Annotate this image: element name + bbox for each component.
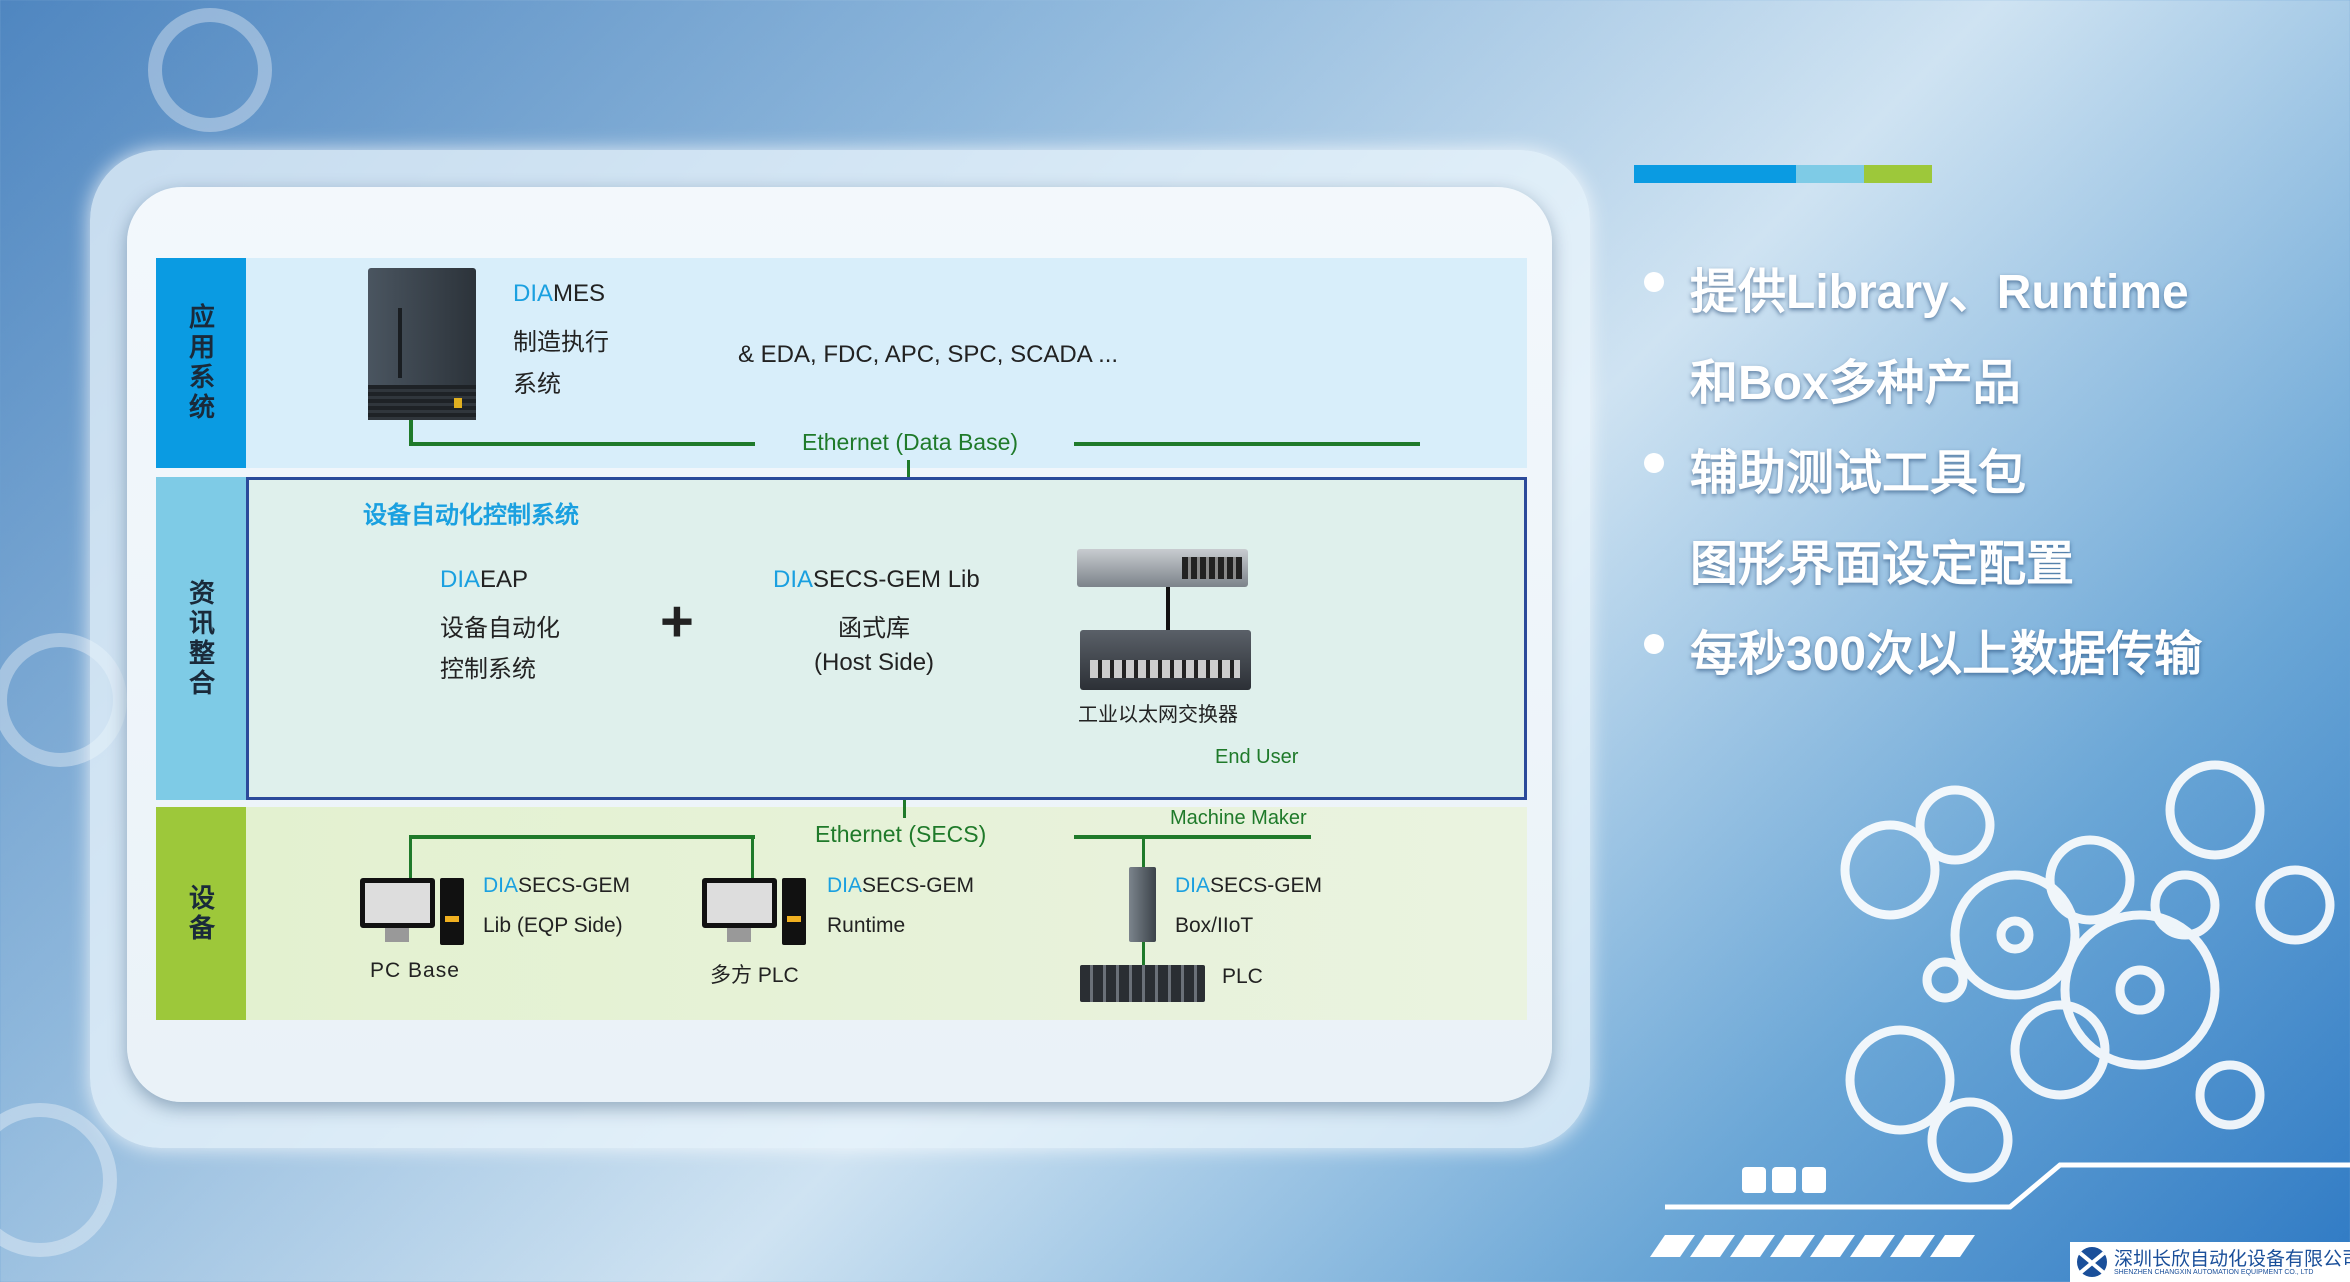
- bullet-text: 和Box多种产品: [1690, 357, 2021, 410]
- pc-stand: [727, 928, 751, 942]
- row-label-app: 应用系统: [156, 258, 246, 468]
- mes-name: MES: [553, 280, 606, 307]
- bullet-dot: [1644, 453, 1664, 473]
- logo-mark-icon: [2077, 1247, 2107, 1277]
- eap-line3: 控制系统: [440, 656, 536, 683]
- pc2-line2: Runtime: [827, 914, 906, 937]
- box-line2: Box/IIoT: [1175, 914, 1254, 937]
- eap-section-title: 设备自动化控制系统: [363, 502, 579, 529]
- line: [409, 835, 412, 880]
- plus-sign: +: [660, 589, 694, 654]
- logo-en: SHENZHEN CHANGXIN AUTOMATION EQUIPMENT C…: [2114, 1269, 2314, 1276]
- bullet-text: 图形界面设定配置: [1690, 538, 2075, 591]
- accent-bar-lightblue: [1796, 165, 1864, 183]
- iot-box-icon: [1129, 867, 1156, 942]
- line: [409, 420, 413, 446]
- lib-name: SECS-GEM Lib: [813, 566, 980, 593]
- lib-title: DIASECS-GEM Lib: [773, 566, 980, 594]
- dia-prefix: DIA: [827, 874, 863, 897]
- eap-line2: 设备自动化: [440, 615, 560, 642]
- line: [1074, 442, 1420, 446]
- box-title: DIASECS-GEM: [1175, 874, 1322, 898]
- pc2-title: DIASECS-GEM: [827, 874, 974, 898]
- dia-prefix: DIA: [483, 874, 519, 897]
- mes-title: DIAMES: [513, 280, 605, 308]
- row-label-device: 设备: [156, 807, 246, 1020]
- pc-tower-icon: [440, 878, 464, 945]
- eap-name: EAP: [480, 566, 529, 593]
- dia-prefix: DIA: [773, 566, 814, 593]
- box-name: SECS-GEM: [1210, 874, 1323, 897]
- mes-line3: 系统: [513, 371, 561, 398]
- other-systems: & EDA, FDC, APC, SPC, SCADA ...: [738, 341, 1119, 368]
- plc-icon: [1080, 965, 1205, 1002]
- lib-line3: (Host Side): [814, 649, 935, 676]
- pc1-name: SECS-GEM: [518, 874, 631, 897]
- pc-monitor-icon: [360, 878, 435, 928]
- bullet-text: 辅助测试工具包: [1690, 447, 2027, 500]
- bullet-dot: [1644, 272, 1664, 292]
- ethernet-db-label: Ethernet (Data Base): [802, 429, 1019, 455]
- pc1-caption: PC Base: [370, 959, 460, 982]
- company-logo: 深圳长欣自动化设备有限公司 SHENZHEN CHANGXIN AUTOMATI…: [2070, 1242, 2350, 1282]
- mes-line2: 制造执行: [513, 329, 609, 356]
- row-label-info: 资讯整合: [156, 477, 246, 800]
- line: [907, 460, 910, 477]
- line: [1074, 835, 1311, 839]
- ethernet-switch-icon: [1080, 630, 1251, 690]
- rack-server-icon: [1077, 549, 1248, 587]
- eap-title: DIAEAP: [440, 566, 528, 594]
- ethernet-secs-label: Ethernet (SECS): [815, 821, 987, 847]
- accent-bar-green: [1864, 165, 1932, 183]
- line: [409, 835, 755, 839]
- dia-prefix: DIA: [1175, 874, 1211, 897]
- pc2-name: SECS-GEM: [862, 874, 975, 897]
- pc-tower-icon: [782, 878, 806, 945]
- pc1-title: DIASECS-GEM: [483, 874, 630, 898]
- dia-prefix: DIA: [440, 566, 481, 593]
- server-icon: [368, 268, 476, 420]
- line: [409, 442, 755, 446]
- end-user-label: End User: [1215, 746, 1299, 768]
- bullet-text: 每秒300次以上数据传输: [1690, 628, 2203, 681]
- bullet-text: 提供Library、Runtime: [1690, 266, 2189, 319]
- accent-bar-blue: [1634, 165, 1796, 183]
- pc1-line2: Lib (EQP Side): [483, 914, 623, 937]
- pc2-caption: 多方 PLC: [710, 964, 799, 987]
- line: [1166, 587, 1170, 632]
- pc-stand: [385, 928, 409, 942]
- bullet-dot: [1644, 634, 1664, 654]
- row-info-bg: [246, 477, 1527, 800]
- line: [903, 800, 906, 818]
- line: [751, 835, 754, 880]
- dia-prefix: DIA: [513, 280, 554, 307]
- lib-line2: 函式库: [838, 615, 910, 642]
- pc-monitor-icon: [702, 878, 777, 928]
- machine-maker-label: Machine Maker: [1170, 807, 1307, 829]
- switch-label: 工业以太网交换器: [1078, 704, 1238, 726]
- logo-cn: 深圳长欣自动化设备有限公司: [2114, 1249, 2350, 1270]
- plc-label: PLC: [1222, 965, 1263, 988]
